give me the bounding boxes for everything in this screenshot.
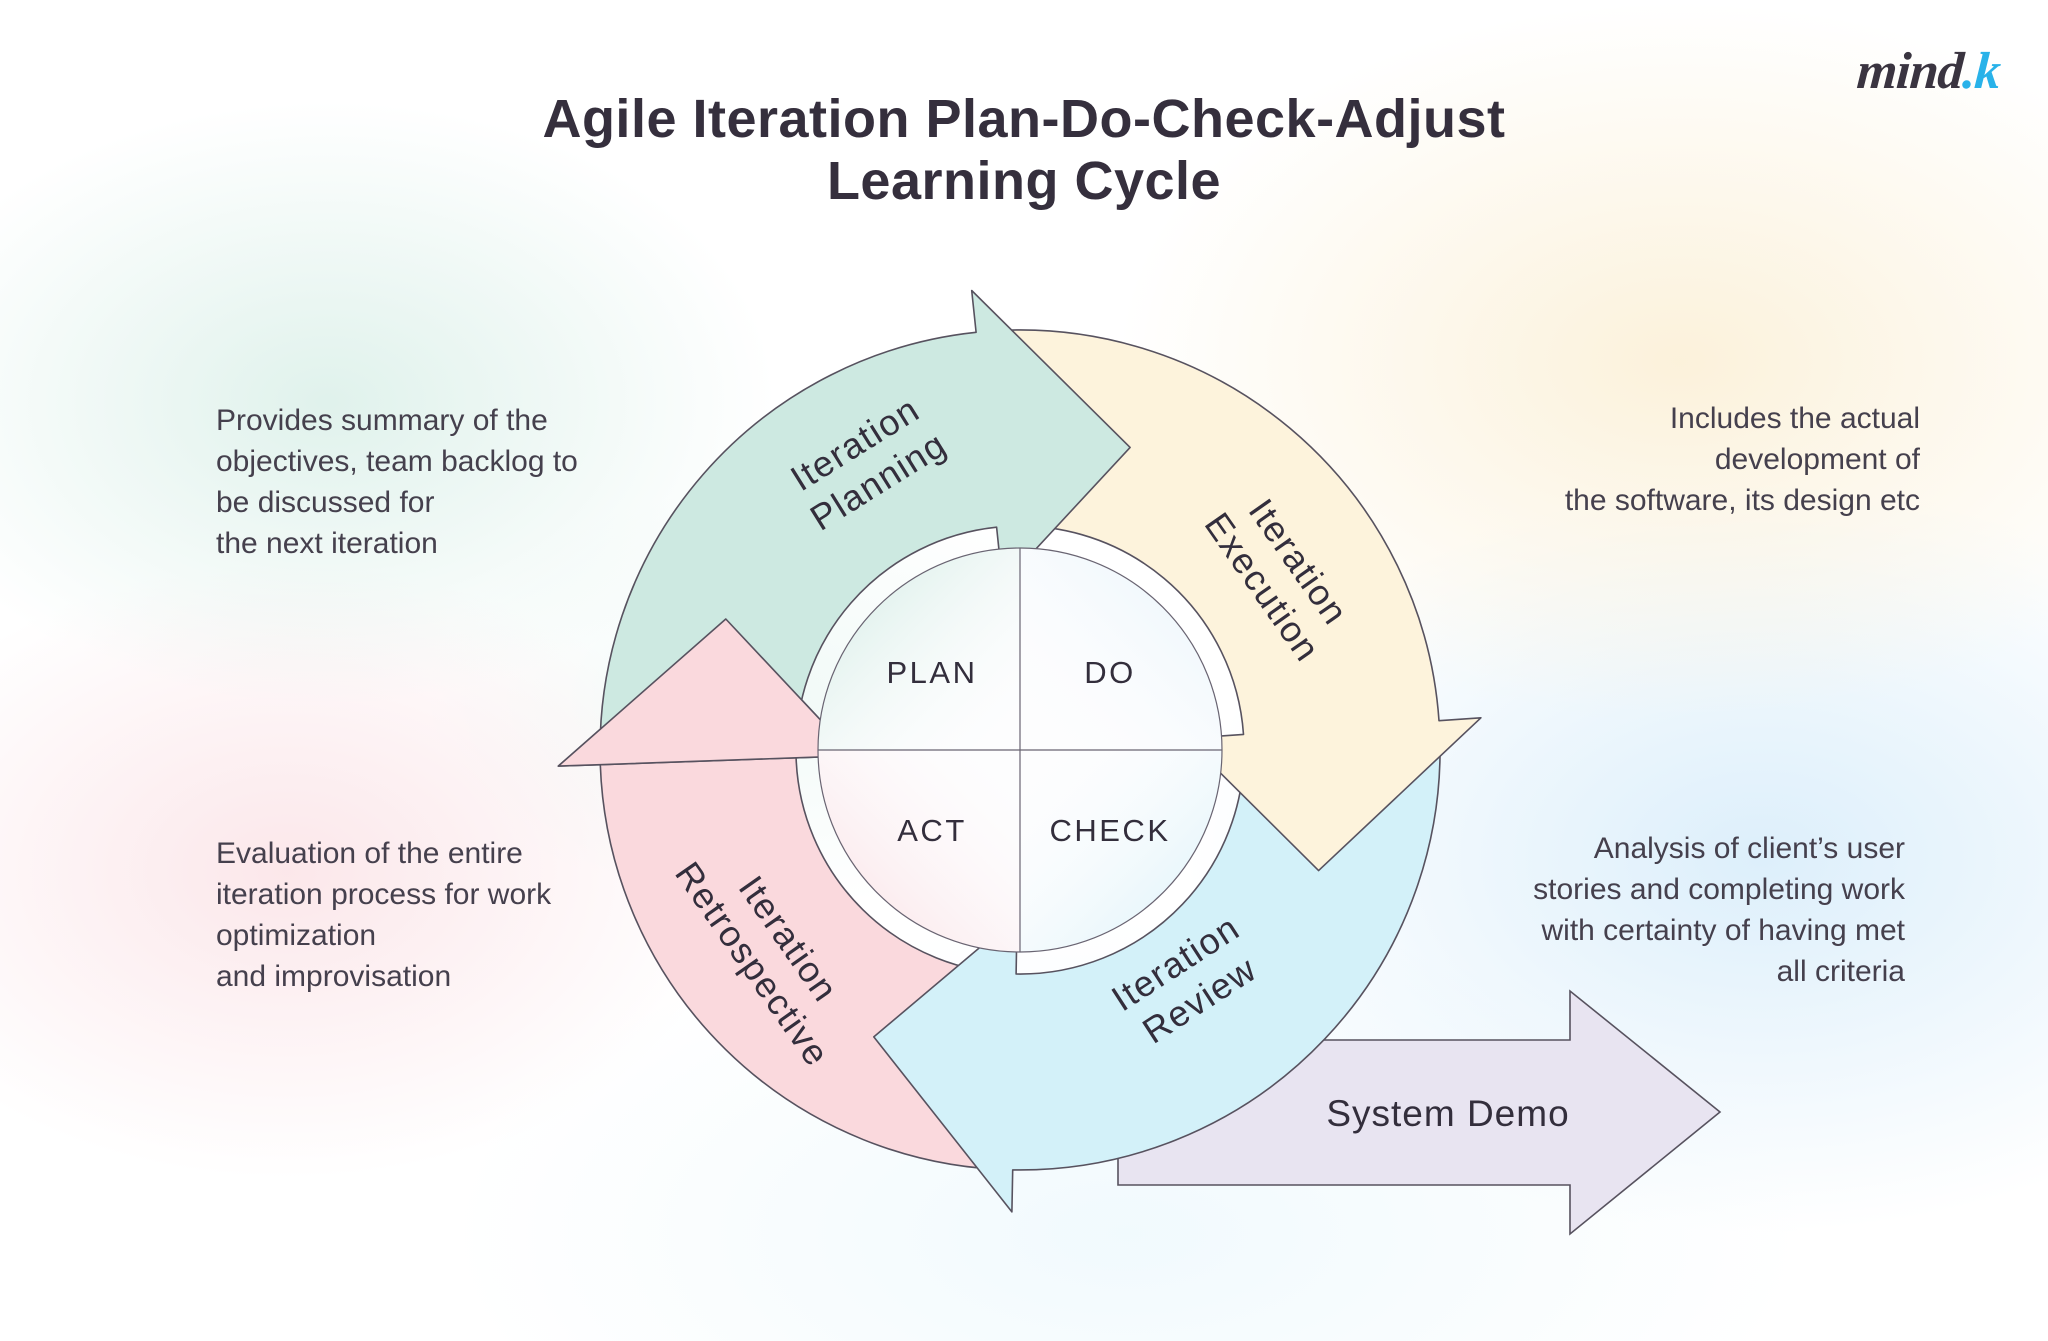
- quadrant-act: [818, 750, 1020, 952]
- description-line: Provides summary of the: [216, 404, 548, 437]
- quadrant-label-do: DO: [1084, 655, 1136, 690]
- description-line: Includes the actual: [1669, 402, 1920, 435]
- description-execution: Includes the actual development of the s…: [1565, 398, 1920, 521]
- quadrant-check: [1020, 750, 1222, 952]
- pdca-wheel: PLAN DO ACT CHECK: [817, 547, 1223, 953]
- description-line: stories and completing work: [1533, 873, 1905, 906]
- description-line: development of: [1714, 443, 1920, 476]
- description-line: Evaluation of the entire: [216, 837, 523, 870]
- arc-retrospective-head: [557, 618, 855, 767]
- quadrant-do: [1020, 548, 1222, 750]
- page-title: Agile Iteration Plan-Do-Check-Adjust Lea…: [0, 88, 2048, 212]
- quadrant-label-check: CHECK: [1049, 813, 1170, 848]
- page-title-line1: Agile Iteration Plan-Do-Check-Adjust: [542, 89, 1506, 149]
- cycle-arrows: [557, 289, 1482, 1213]
- description-line: all criteria: [1776, 955, 1905, 988]
- system-demo-label: System Demo: [1326, 1093, 1569, 1134]
- description-line: iteration process for work: [216, 878, 552, 911]
- description-line: optimization: [216, 919, 377, 952]
- description-line: with certainty of having met: [1541, 914, 1905, 947]
- description-review: Analysis of client’s user stories and co…: [1533, 828, 1905, 992]
- quadrant-label-act: ACT: [897, 813, 967, 848]
- description-line: be discussed for: [216, 486, 435, 519]
- quadrant-label-plan: PLAN: [887, 655, 978, 690]
- description-line: objectives, team backlog to: [216, 445, 578, 478]
- description-retrospective: Evaluation of the entire iteration proce…: [216, 833, 551, 997]
- description-line: the software, its design etc: [1564, 484, 1920, 517]
- quadrant-plan: [818, 548, 1020, 750]
- page-title-line2: Learning Cycle: [826, 151, 1222, 211]
- description-planning: Provides summary of the objectives, team…: [216, 400, 578, 564]
- description-line: and improvisation: [216, 960, 452, 993]
- description-line: Analysis of client’s user: [1593, 832, 1905, 865]
- description-line: the next iteration: [216, 527, 438, 560]
